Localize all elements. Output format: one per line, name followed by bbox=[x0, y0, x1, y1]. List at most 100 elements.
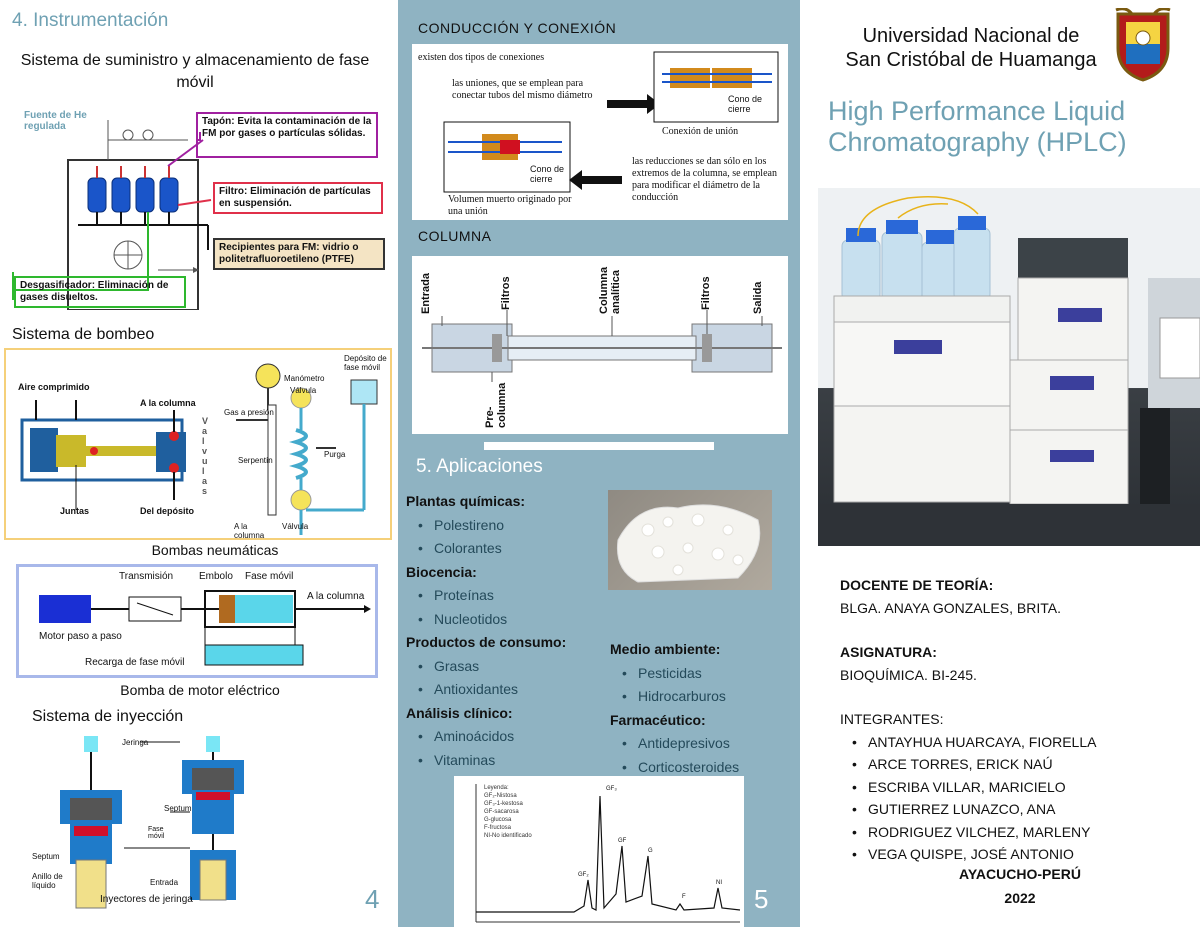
legend-item: G-glucosa bbox=[484, 817, 512, 823]
app-item: Antidepresivos bbox=[610, 732, 790, 756]
column-schematic bbox=[422, 310, 782, 382]
precolumna-label: Pre-columna bbox=[484, 382, 508, 428]
docente-label: DOCENTE DE TEORÍA: bbox=[840, 577, 994, 593]
place: AYACUCHO-PERÚ bbox=[959, 866, 1081, 882]
valvula2-label: Válvula bbox=[282, 522, 309, 531]
serpentin-label: Serpentín bbox=[238, 456, 273, 465]
filtro-callout: Filtro: Eliminación de partículas en sus… bbox=[213, 182, 383, 214]
legend-item: GF-sacarosa bbox=[484, 809, 519, 815]
juntas-label: Juntas bbox=[60, 506, 90, 516]
polystyrene-block-image bbox=[616, 504, 761, 583]
app-category: Medio ambiente: bbox=[610, 641, 721, 657]
panel-cover: Universidad Nacional de San Cristóbal de… bbox=[800, 0, 1200, 927]
integrantes-label: INTEGRANTES: bbox=[840, 711, 944, 727]
apps-title: 5. Aplicaciones bbox=[416, 456, 543, 477]
conduccion-schematic bbox=[443, 51, 779, 193]
motor-caption: Bomba de motor eléctrico bbox=[120, 682, 280, 698]
docente-value: BLGA. ANAYA GONZALES, BRITA. bbox=[840, 599, 1061, 616]
aire-label: Aire comprimido bbox=[18, 382, 90, 392]
year: 2022 bbox=[1004, 890, 1036, 906]
cono-cierre-label: Cono de cierre bbox=[728, 94, 763, 114]
peak-label: GF bbox=[618, 838, 627, 844]
hplc-instrument-image bbox=[818, 188, 1200, 546]
manometro-label: Manómetro bbox=[284, 374, 325, 383]
member-item: RODRIGUEZ VILCHEZ, MARLENY bbox=[840, 821, 1190, 844]
title-line2: Chromatography (HPLC) bbox=[828, 127, 1127, 157]
panel-conduccion-aplicaciones: CONDUCCIÓN Y CONEXIÓN existen dos tipos … bbox=[398, 0, 800, 927]
tapon-callout: Tapón: Evita la contaminación de la FM p… bbox=[196, 112, 378, 158]
del-deposito-label: Del depósito bbox=[140, 506, 195, 516]
anillo-label: Anillo de líquido bbox=[32, 872, 63, 890]
conexion-union-label: Conexión de unión bbox=[662, 126, 739, 137]
peak-label: GF₃ bbox=[606, 786, 617, 792]
peak-label: G bbox=[648, 848, 653, 854]
member-item: ESCRIBA VILLAR, MARICIELO bbox=[840, 776, 1190, 799]
motor-pump-schematic bbox=[39, 590, 371, 666]
app-item: Corticosteroides bbox=[610, 756, 790, 780]
motor-label: Motor paso a paso bbox=[39, 631, 122, 642]
divider-bar bbox=[484, 442, 714, 450]
columna-title: COLUMNA bbox=[418, 228, 492, 244]
a-columna-label: A la columna bbox=[140, 398, 196, 408]
chromatogram-figure: Leyenda: GF₂-Nistosa GF₃-1-kestosa GF-sa… bbox=[454, 776, 744, 927]
reducciones-text: las reducciones se dan sólo en los extre… bbox=[632, 156, 777, 203]
app-category: Biocencia: bbox=[406, 563, 477, 580]
desgasificador-callout: Desgasificador: Eliminación de gases dis… bbox=[14, 276, 186, 308]
section-title: 4. Instrumentación bbox=[12, 10, 169, 31]
injection-figure: Jeringa Septum Fase móvil Septum Entrada… bbox=[30, 730, 250, 910]
chromatogram-legend: Leyenda: GF₂-Nistosa GF₃-1-kestosa GF-sa… bbox=[484, 784, 532, 840]
title-line1: High Performance Liquid bbox=[828, 96, 1126, 126]
app-item: Polestireno bbox=[406, 514, 606, 538]
member-item: VEGA QUISPE, JOSÉ ANTONIO bbox=[840, 843, 1190, 866]
peak-label: NI bbox=[716, 880, 722, 886]
fase-movil-label: Fase móvil bbox=[148, 826, 165, 840]
apps-left-list: Plantas químicas: Polestireno Colorantes… bbox=[406, 490, 606, 772]
motor-pump-figure: Transmisión Embolo Fase móvil A la colum… bbox=[16, 564, 378, 678]
university-name: Universidad Nacional de San Cristóbal de… bbox=[826, 24, 1116, 72]
columna-figure: Entrada Filtros Columna analítica Filtro… bbox=[412, 256, 788, 434]
app-item: Colorantes bbox=[406, 537, 606, 561]
injection-title: Sistema de inyección bbox=[32, 708, 184, 725]
pump-title: Sistema de bombeo bbox=[12, 326, 155, 343]
filtros2-label: Filtros bbox=[700, 276, 712, 310]
septum-label: Septum bbox=[164, 804, 192, 813]
fase-movil-label: Fase móvil bbox=[245, 571, 294, 582]
university-line1: Universidad Nacional de bbox=[862, 25, 1080, 47]
recarga-label: Recarga de fase móvil bbox=[85, 657, 185, 668]
conduccion-title: CONDUCCIÓN Y CONEXIÓN bbox=[418, 20, 617, 36]
pneumatic-caption: Bombas neumáticas bbox=[151, 542, 279, 558]
cover-info: DOCENTE DE TEORÍA: BLGA. ANAYA GONZALES,… bbox=[840, 574, 1190, 866]
salida-label: Salida bbox=[752, 281, 764, 314]
entrada-label: Entrada bbox=[150, 878, 179, 887]
legend-item: NI-No identificado bbox=[484, 833, 532, 839]
pump-figure: Aire comprimido A la columna V a l v u l… bbox=[4, 348, 392, 540]
supply-schematic bbox=[12, 120, 212, 310]
embolo-label: Embolo bbox=[199, 571, 233, 582]
volumen-text: Volumen muerto originado por una unión bbox=[448, 194, 572, 217]
member-item: GUTIERREZ LUNAZCO, ANA bbox=[840, 798, 1190, 821]
app-item: Proteínas bbox=[406, 584, 606, 608]
app-item: Vitaminas bbox=[406, 749, 606, 773]
helium-source-label: Fuente de He regulada bbox=[24, 110, 87, 132]
conduccion-figure: existen dos tipos de conexiones las unio… bbox=[412, 44, 788, 220]
asignatura-value: BIOQUÍMICA. BI-245. bbox=[840, 666, 977, 683]
university-line2: San Cristóbal de Huamanga bbox=[845, 49, 1097, 71]
panel-instrumentacion: 4. Instrumentación Sistema de suministro… bbox=[0, 0, 398, 927]
legend-item: GF₂-Nistosa bbox=[484, 793, 517, 799]
valvula-label: Válvula bbox=[290, 386, 317, 395]
valvulas-label: V a l v u l a s bbox=[202, 416, 209, 496]
uniones-text: las uniones, que se emplean para conecta… bbox=[452, 78, 593, 101]
university-crest-icon bbox=[1115, 8, 1171, 82]
app-item: Hidrocarburos bbox=[610, 685, 790, 709]
peak-label: F bbox=[682, 894, 686, 900]
pneumatic-pump-schematic bbox=[20, 363, 378, 535]
gas-presion-label: Gas a presión bbox=[224, 408, 274, 417]
hplc-instrument-photo bbox=[818, 188, 1200, 546]
chromatogram-plot bbox=[475, 784, 741, 923]
asignatura-label: ASIGNATURA: bbox=[840, 644, 937, 660]
app-item: Pesticidas bbox=[610, 662, 790, 686]
polystyrene-photo bbox=[608, 490, 772, 590]
injection-caption: Inyectores de jeringa bbox=[100, 894, 193, 905]
a-columna-label: A la columna bbox=[307, 591, 365, 602]
page-number-5: 5 bbox=[754, 884, 769, 914]
